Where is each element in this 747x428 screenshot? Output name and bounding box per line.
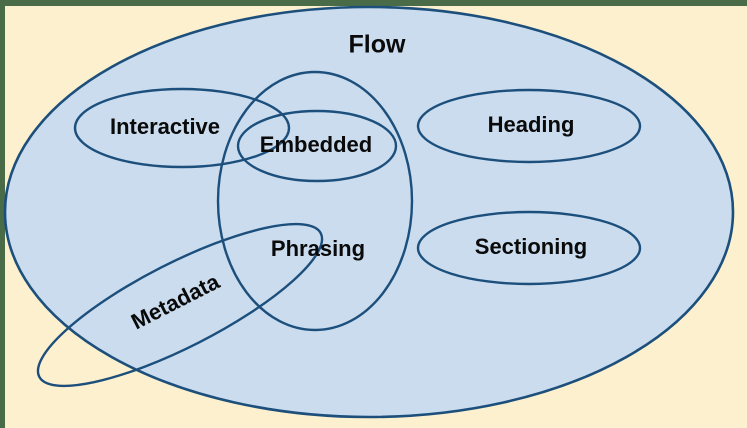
set-ellipse-metadata[interactable] (20, 196, 340, 414)
set-ellipse-sectioning[interactable] (416, 210, 642, 286)
set-label-heading: Heading (488, 112, 575, 137)
set-label-phrasing: Phrasing (271, 236, 365, 261)
frame-border-left (0, 0, 5, 428)
set-ellipse-phrasing[interactable] (216, 70, 414, 332)
set-label-interactive: Interactive (110, 114, 220, 139)
set-label-sectioning: Sectioning (475, 234, 587, 259)
set-ellipse-heading[interactable] (416, 88, 642, 164)
set-ellipse-interactive[interactable] (73, 87, 291, 169)
set-ellipse-flow[interactable] (3, 5, 735, 419)
set-label-flow: Flow (349, 31, 406, 59)
set-label-embedded: Embedded (260, 132, 372, 157)
set-ellipse-embedded[interactable] (236, 109, 398, 183)
frame-border-top (0, 0, 747, 6)
